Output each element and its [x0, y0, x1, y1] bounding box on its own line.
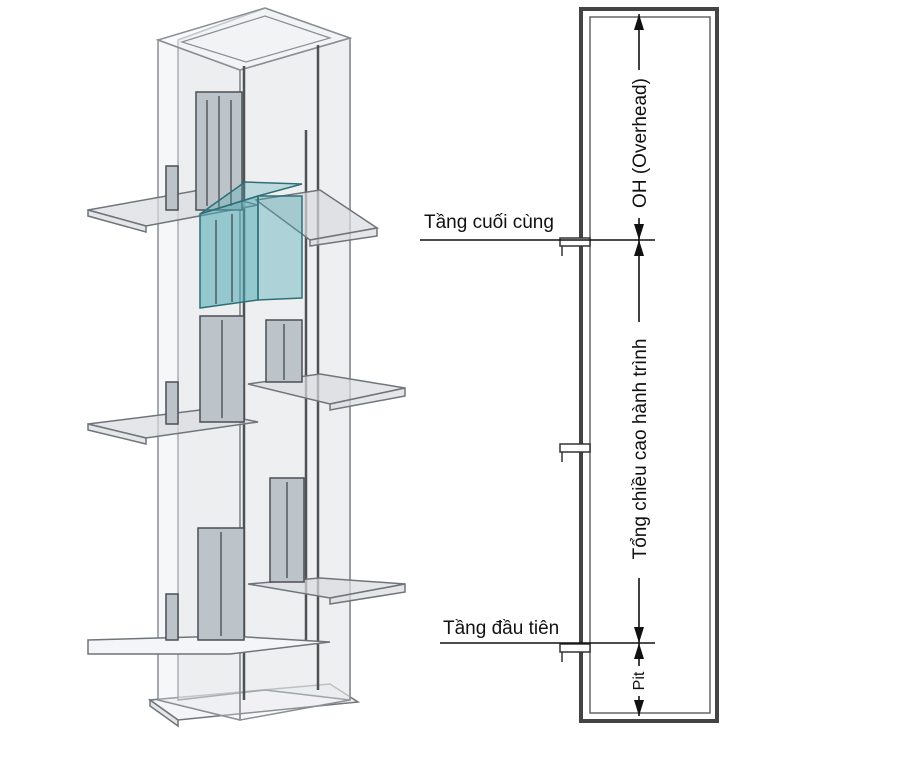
pit-arrow-bottom — [634, 700, 644, 716]
travel-label-bg — [625, 322, 653, 578]
elevator-3d-illustration — [87, 7, 406, 728]
elevator-cabin-side — [257, 195, 303, 301]
oh-arrow-top — [634, 14, 644, 30]
elevator-cabin-top — [199, 181, 303, 215]
travel-height-label: Tổng chiều cao hành trình — [630, 339, 651, 560]
first-floor-label: Tầng đầu tiên — [443, 618, 559, 639]
travel-arrow-bottom — [634, 627, 644, 643]
shaft-section-diagram: OH (Overhead) Tổng chiều cao hành trình … — [420, 7, 719, 723]
shaft-top-inner — [179, 15, 333, 63]
shaft-outline-inner — [589, 16, 711, 714]
middle-call-panel — [165, 381, 179, 425]
shaft-outline-outer — [579, 7, 719, 723]
pit-label-bg — [627, 666, 651, 696]
top-floor-slab-right-edge — [309, 227, 378, 247]
middle-floor-slab-right-edge — [329, 387, 406, 411]
middle-floor-landing-stub — [559, 443, 591, 462]
first-floor-landing-stub — [559, 643, 591, 662]
oh-label-bg — [625, 70, 653, 218]
pit-arrow-top — [634, 643, 644, 659]
overhead-label: OH (Overhead) — [630, 78, 651, 208]
middle-floor-slab-front-edge — [87, 423, 147, 445]
oh-arrow-bottom — [634, 224, 644, 240]
bottom-floor-slab-right-edge — [329, 583, 406, 605]
base-plinth-side — [149, 698, 179, 728]
shaft-top — [155, 7, 353, 71]
travel-arrow-top — [634, 240, 644, 256]
top-floor-label: Tầng cuối cùng — [424, 212, 554, 233]
bottom-call-panel — [165, 593, 179, 641]
top-floor-landing-stub — [559, 237, 591, 256]
top-call-panel — [165, 165, 179, 211]
elevator-cabin-front — [199, 194, 259, 309]
top-floor-slab-front-edge — [87, 209, 147, 233]
pit-label: Pit — [631, 671, 648, 690]
